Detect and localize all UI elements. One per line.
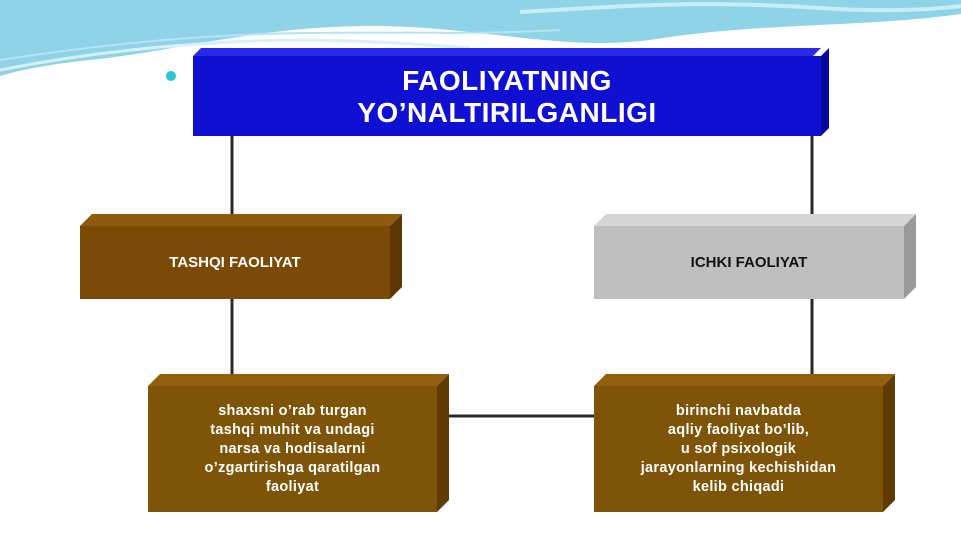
title-text: FAOLIYATNING YO’NALTIRILGANLIGI (193, 56, 821, 136)
title-box: FAOLIYATNING YO’NALTIRILGANLIGI (193, 48, 829, 136)
right-desc-side (883, 374, 895, 512)
tashqi-faoliyat-label: TASHQI FAOLIYAT (80, 226, 390, 299)
ichki-description-text: birinchi navbatda aqliy faoliyat bo’lib,… (594, 386, 883, 512)
title-box-top (193, 48, 821, 56)
ichki-faoliyat-box: ICHKI FAOLIYAT (594, 214, 916, 299)
tashqi-description-text: shaxsni o’rab turgan tashqi muhit va und… (148, 386, 437, 512)
left-desc-side (437, 374, 449, 512)
tashqi-box-top (80, 214, 402, 226)
ichki-faoliyat-label: ICHKI FAOLIYAT (594, 226, 904, 299)
ichki-description-box: birinchi navbatda aqliy faoliyat bo’lib,… (594, 374, 895, 512)
title-box-side (821, 48, 829, 136)
ichki-box-side (904, 214, 916, 299)
bullet-dot (166, 71, 176, 81)
left-desc-top (148, 374, 449, 386)
right-desc-top (594, 374, 895, 386)
ichki-box-top (594, 214, 916, 226)
tashqi-box-side (390, 214, 402, 299)
tashqi-description-box: shaxsni o’rab turgan tashqi muhit va und… (148, 374, 449, 512)
tashqi-faoliyat-box: TASHQI FAOLIYAT (80, 214, 402, 299)
header-wave-decoration (0, 0, 961, 76)
